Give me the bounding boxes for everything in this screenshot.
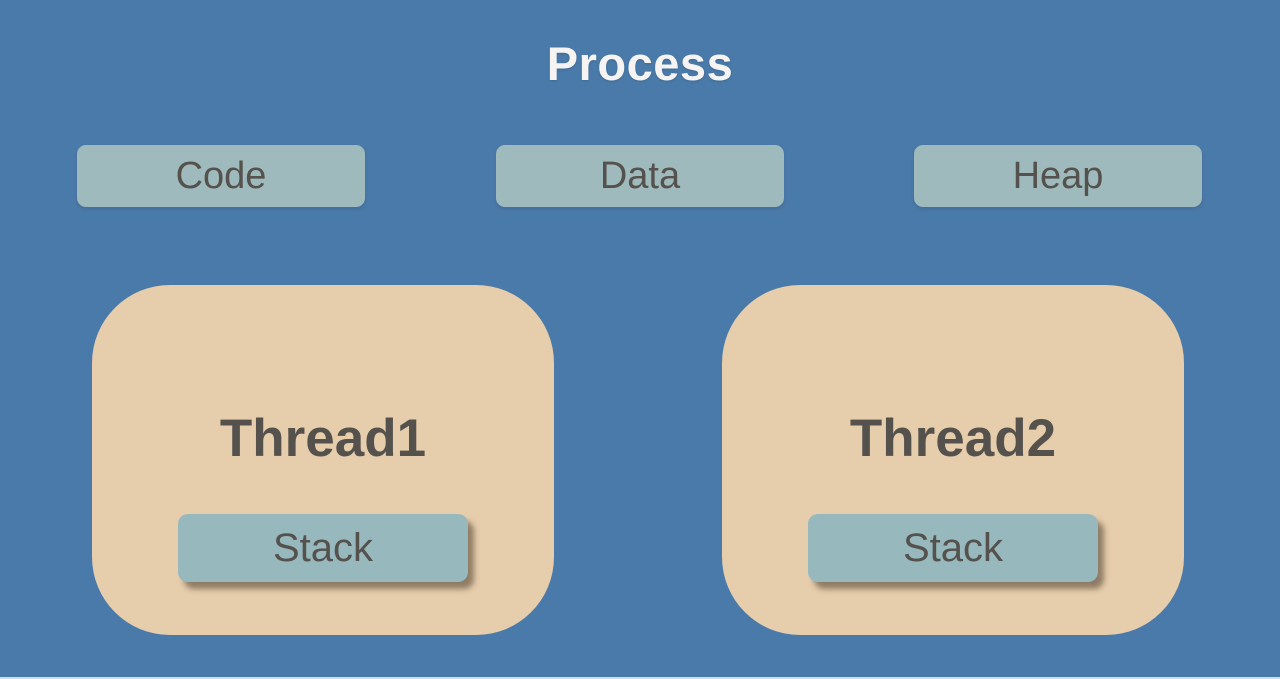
thread2-label: Thread2 <box>849 409 1057 468</box>
thread2-stack-label: Stack <box>902 525 1004 570</box>
heap-segment-box: Heap <box>914 145 1202 207</box>
thread2-stack-box: Stack <box>808 514 1098 582</box>
data-segment-box: Data <box>496 145 784 207</box>
code-segment-label: Code <box>175 154 267 197</box>
thread2-card: Thread2 Stack <box>722 285 1184 635</box>
thread1-label: Thread1 <box>219 409 427 468</box>
process-title: Process <box>546 37 734 90</box>
thread1-stack-label: Stack <box>272 525 374 570</box>
thread1-card: Thread1 Stack <box>92 285 554 635</box>
code-segment-box: Code <box>77 145 365 207</box>
heap-segment-label: Heap <box>1012 154 1104 197</box>
thread1-stack-box: Stack <box>178 514 468 582</box>
data-segment-label: Data <box>599 154 681 197</box>
bottom-edge-line <box>0 677 1280 679</box>
